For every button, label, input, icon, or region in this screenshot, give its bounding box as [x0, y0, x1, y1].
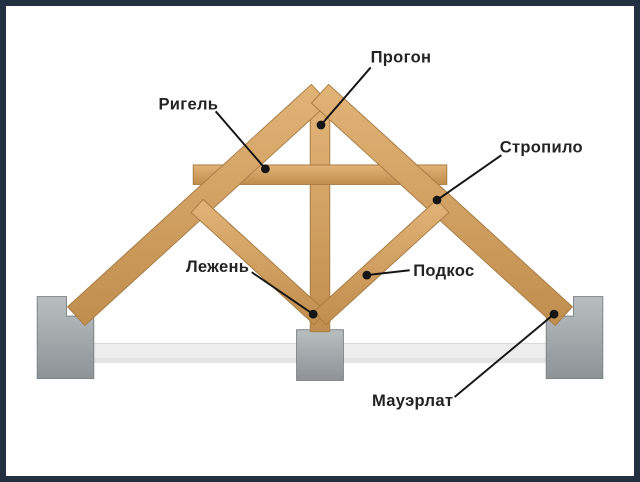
purlin-dot — [316, 120, 326, 130]
label-collar: Ригель — [158, 94, 218, 113]
rafter-leader-line — [436, 154, 502, 201]
wall-plate-leader-line — [453, 313, 555, 398]
label-rafter: Стропило — [500, 137, 583, 156]
sleeper-leader-line — [251, 271, 314, 315]
rafter-dot — [432, 195, 442, 205]
strut-dot — [362, 270, 372, 280]
wall-plate-dot — [549, 309, 559, 319]
label-wall-plate: Мауэрлат — [372, 391, 453, 410]
roof-truss-diagram: Прогон Ригель Стропило Лежень Подкос Мау… — [36, 48, 604, 410]
sleeper-dot — [308, 309, 318, 319]
right-strut-beam — [313, 198, 450, 326]
king-post-beam — [309, 99, 331, 333]
left-strut-beam — [190, 198, 327, 326]
strut-leader-line — [366, 269, 410, 277]
center-foundation-block — [296, 329, 344, 381]
collar-leader-line — [214, 110, 267, 170]
label-purlin: Прогон — [371, 48, 432, 67]
collar-dot — [261, 164, 270, 174]
label-sleeper: Лежень — [186, 257, 249, 276]
collar-beam — [192, 164, 448, 185]
purlin-leader-line — [320, 66, 372, 126]
label-strut: Подкос — [413, 261, 474, 280]
